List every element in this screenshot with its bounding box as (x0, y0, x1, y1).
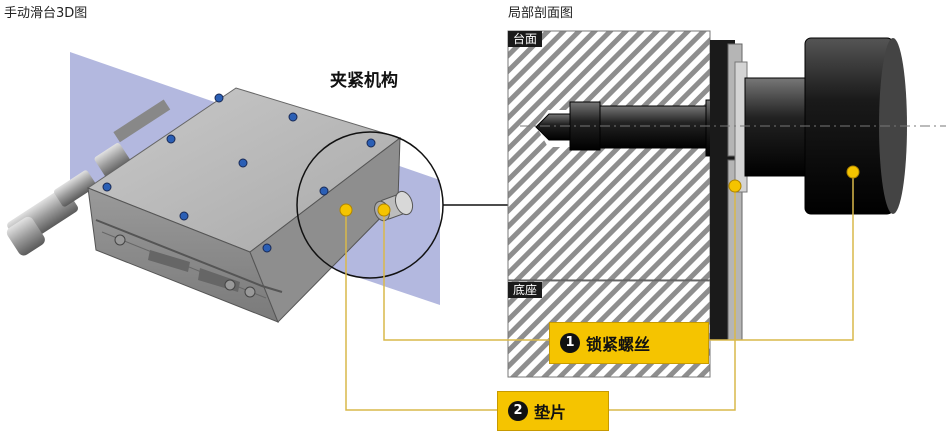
table-section (507, 30, 711, 281)
part-name: 锁紧螺丝 (586, 335, 651, 354)
part-number-badge: 2 (508, 401, 528, 421)
leader-dots (339, 165, 860, 217)
micrometer-handle (6, 99, 171, 256)
part-label-washer: 2 垫片 (497, 391, 609, 431)
screw-holes (102, 93, 376, 298)
knob-section (744, 37, 907, 215)
clamp-mechanism-callout: 夹紧机构 (330, 71, 398, 91)
tag-base: 底座 (508, 282, 543, 298)
leader-dot-screw-3d (377, 203, 391, 217)
leader-dot-washer-3d (339, 203, 353, 217)
leader-lines (345, 172, 854, 411)
tag-table: 台面 (508, 31, 543, 47)
leader-dot-screw-section (846, 165, 860, 179)
part-number-badge: 1 (560, 333, 580, 353)
title-3d-view: 手动滑台3D图 (4, 6, 88, 21)
part-label-lock-screw: 1 锁紧螺丝 (549, 322, 709, 364)
stage-3d-illustration (6, 52, 508, 323)
title-section-view: 局部剖面图 (508, 6, 574, 21)
part-name: 垫片 (534, 403, 567, 422)
leader-dot-washer-section (728, 179, 742, 193)
